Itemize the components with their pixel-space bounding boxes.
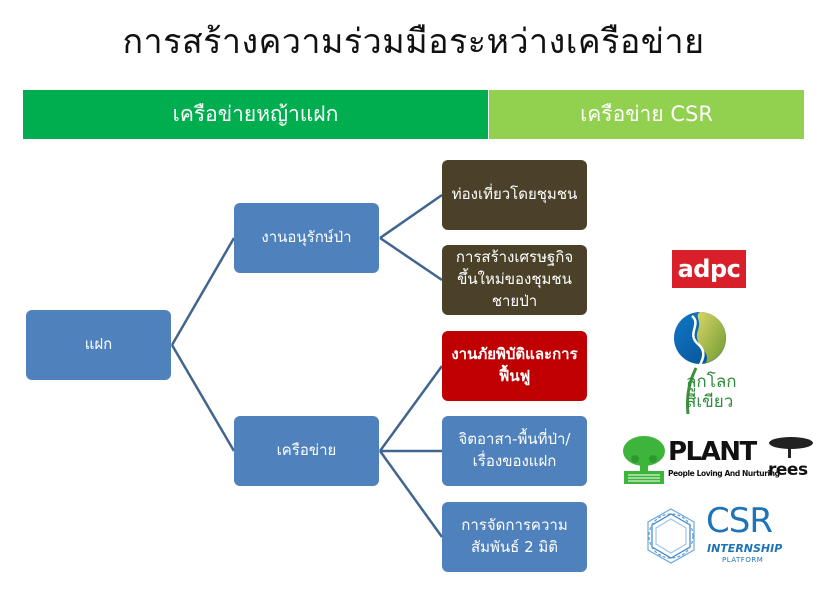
connector-conservation-to-tourism bbox=[379, 193, 443, 240]
node-network: เครือข่าย bbox=[234, 416, 379, 486]
plant-trees-logo-right: rees bbox=[768, 436, 814, 486]
csr-ring-icon bbox=[647, 508, 695, 564]
header-vetiver-network: เครือข่ายหญ้าแฝก bbox=[23, 90, 488, 139]
green-globe-text-line2: สีเขียว bbox=[686, 392, 734, 413]
connector-root-to-conservation bbox=[170, 237, 236, 346]
green-globe-logo-text: ลูกโลก สีเขียว bbox=[686, 372, 737, 413]
plant-trees-logo-word: PLANT bbox=[668, 437, 757, 467]
csr-logo-platform: PLATFORM bbox=[722, 556, 764, 564]
green-globe-text-line1: ลูกโลก bbox=[686, 372, 737, 392]
csr-logo-internship: INTERNSHIP bbox=[707, 542, 783, 555]
connector-network-to-disaster bbox=[378, 365, 444, 452]
csr-logo-word: CSR bbox=[706, 501, 773, 541]
connector-root-to-network bbox=[170, 344, 236, 452]
node-volunteer-forest: จิตอาสา-พื้นที่ป่า/เรื่องของแฝก bbox=[442, 416, 587, 486]
node-disaster-recovery: งานภัยพิบัติและการฟื้นฟู bbox=[442, 331, 587, 401]
connector-network-to-relationship bbox=[378, 450, 444, 538]
node-root-vetiver: แฝก bbox=[26, 310, 171, 380]
green-globe-logo-icon bbox=[674, 312, 726, 415]
plant-trees-logo-left: PLANT People Loving And Nurturing bbox=[668, 437, 780, 485]
node-forest-community-economy: การสร้างเศรษฐกิจขึ้นใหม่ของชุมชนชายป่า bbox=[442, 245, 587, 315]
page-title: การสร้างความร่วมมือระหว่างเครือข่าย bbox=[122, 22, 705, 62]
header-csr-network: เครือข่าย CSR bbox=[489, 90, 804, 139]
csr-logo-text: CSR INTERNSHIP PLATFORM bbox=[706, 502, 806, 568]
tree-people-icon bbox=[623, 436, 665, 484]
node-forest-conservation: งานอนุรักษ์ป่า bbox=[234, 203, 379, 273]
plant-trees-logo-tagline: People Loving And Nurturing bbox=[668, 469, 780, 478]
node-relationship-management: การจัดการความสัมพันธ์ 2 มิติ bbox=[442, 502, 587, 572]
acacia-tree-icon bbox=[769, 437, 813, 458]
adpc-logo: adpc bbox=[672, 250, 746, 288]
connector-conservation-to-economy bbox=[379, 236, 443, 282]
plant-trees-logo-suffix: rees bbox=[768, 460, 808, 480]
node-community-tourism: ท่องเที่ยวโดยชุมชน bbox=[442, 160, 587, 230]
